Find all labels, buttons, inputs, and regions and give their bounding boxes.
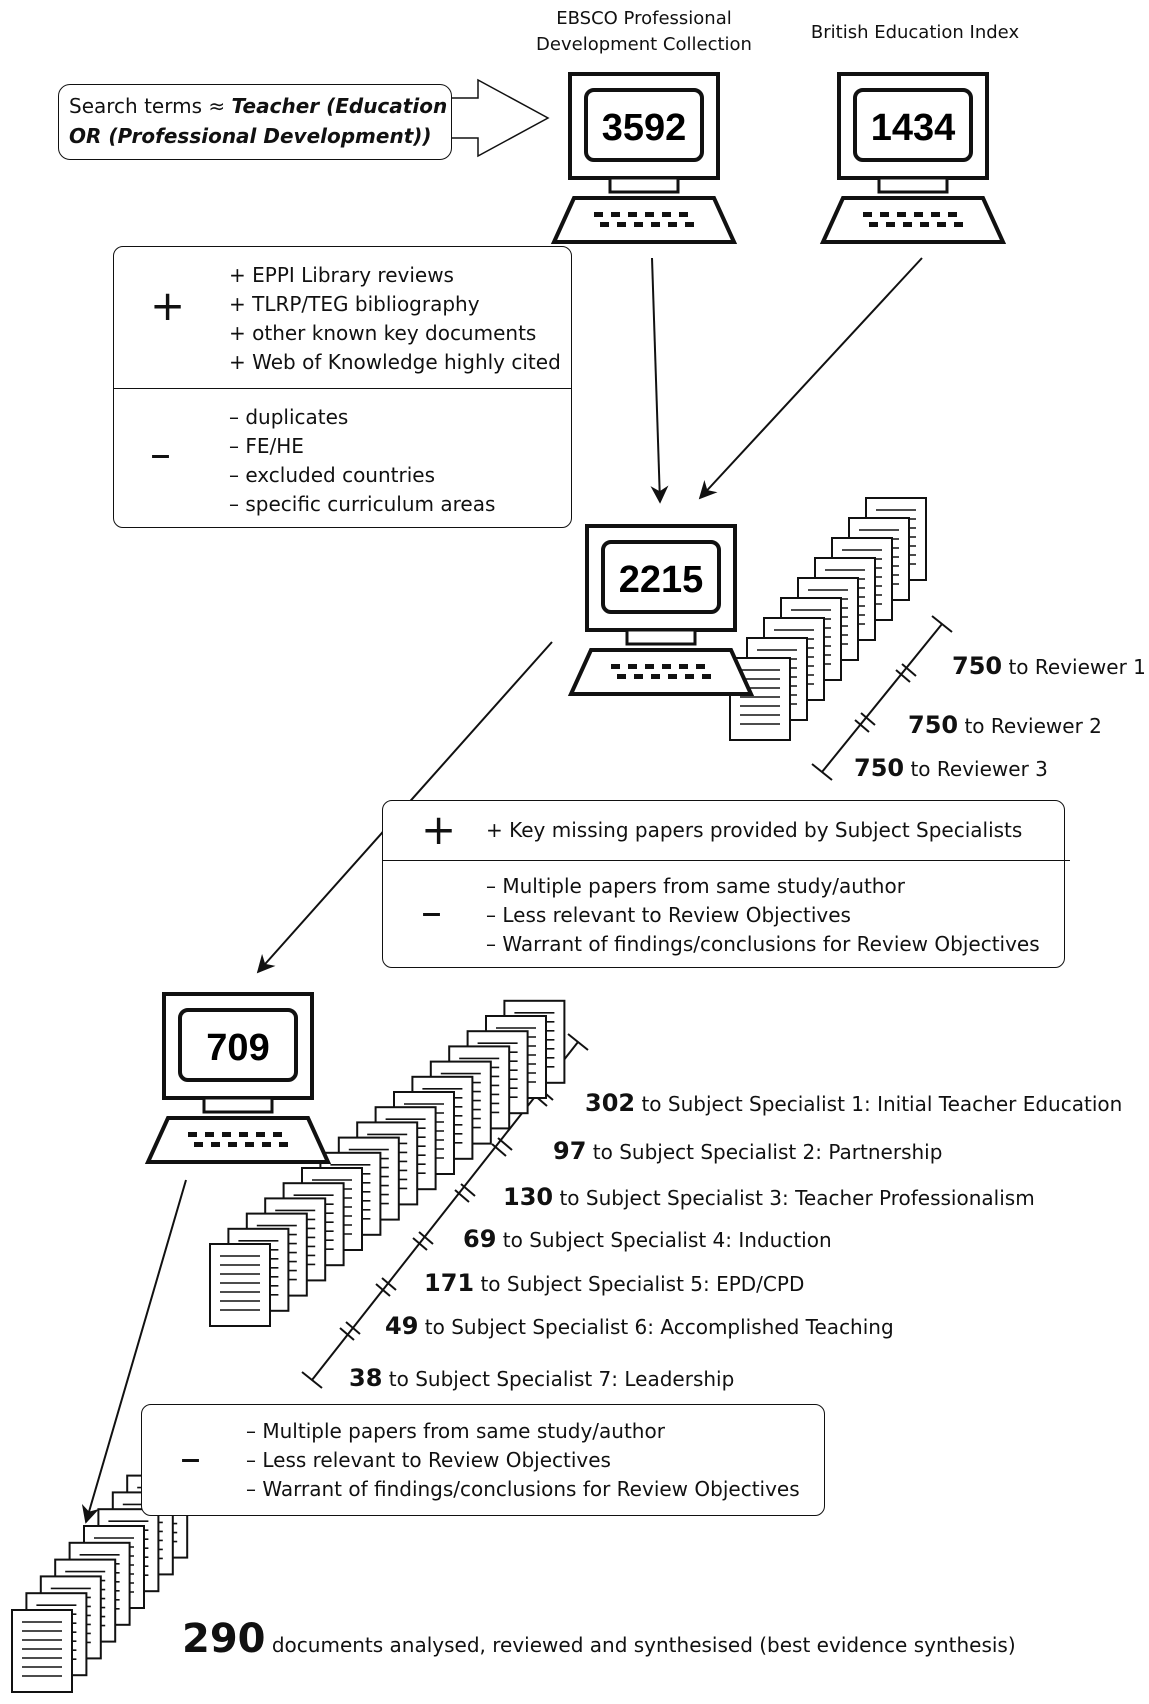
specialist-7: 38 to Subject Specialist 7: Leadership	[349, 1366, 734, 1391]
stage1-plus-item: + other known key documents	[229, 321, 537, 345]
stage2-minus-item: – Warrant of findings/conclusions for Re…	[486, 932, 1040, 956]
ebsco-count: 3592	[602, 107, 687, 149]
specialist-2: 97 to Subject Specialist 2: Partnership	[553, 1139, 942, 1164]
computer-icon-pool2	[144, 992, 332, 1164]
pool2-count: 709	[206, 1027, 269, 1069]
search-terms-1: Teacher (Education	[231, 94, 448, 118]
reviewer-2-count: 750	[908, 711, 959, 739]
stage3-minus-item: – Multiple papers from same study/author	[246, 1419, 665, 1443]
stage1-plus-item: + Web of Knowledge highly cited	[229, 350, 561, 374]
bei-label: British Education Index	[800, 20, 1030, 46]
stage2-minus-item: – Multiple papers from same study/author	[486, 874, 905, 898]
specialist-7-count: 38	[349, 1364, 383, 1392]
stage1-divider	[114, 388, 571, 389]
specialist-1-count: 302	[585, 1089, 636, 1117]
specialist-5: 171 to Subject Specialist 5: EPD/CPD	[424, 1271, 804, 1296]
reviewer-1-label: to Reviewer 1	[1008, 655, 1146, 679]
stage1-minus-item: – duplicates	[229, 405, 349, 429]
search-terms-line2: OR (Professional Development))	[69, 124, 432, 148]
specialist-6: 49 to Subject Specialist 6: Accomplished…	[385, 1314, 894, 1339]
specialist-5-label: to Subject Specialist 5: EPD/CPD	[480, 1272, 805, 1296]
stage2-minus-item: – Less relevant to Review Objectives	[486, 903, 851, 927]
reviewer-1: 750 to Reviewer 1	[952, 654, 1146, 679]
reviewer-3-count: 750	[854, 754, 905, 782]
reviewer-split-bracket	[811, 615, 953, 781]
stage2-minus-symbol: –	[421, 887, 442, 936]
specialist-3: 130 to Subject Specialist 3: Teacher Pro…	[503, 1185, 1035, 1210]
stage1-plus-item: + TLRP/TEG bibliography	[229, 292, 480, 316]
stage1-minus-item: – FE/HE	[229, 434, 304, 458]
search-prefix: Search terms ≈	[69, 94, 232, 118]
stage1-minus-symbol: –	[150, 429, 171, 478]
stage1-plus-item: + EPPI Library reviews	[229, 263, 454, 287]
specialist-1-label: to Subject Specialist 1: Initial Teacher…	[641, 1092, 1123, 1116]
specialist-4-label: to Subject Specialist 4: Induction	[502, 1228, 832, 1252]
reviewer-3-label: to Reviewer 3	[910, 757, 1048, 781]
computer-icon-ebsco	[550, 72, 738, 244]
stage3-minus-item: – Warrant of findings/conclusions for Re…	[246, 1477, 800, 1501]
specialist-5-count: 171	[424, 1269, 475, 1297]
computer-icon-pool1	[567, 524, 755, 696]
specialist-7-label: to Subject Specialist 7: Leadership	[388, 1367, 735, 1391]
stage3-minus-list: – Multiple papers from same study/author…	[246, 1417, 800, 1504]
stage1-minus-item: – specific curriculum areas	[229, 492, 496, 516]
arrow-pool2-to-final	[81, 1179, 187, 1524]
reviewer-2-label: to Reviewer 2	[964, 714, 1102, 738]
stage2-divider	[383, 860, 1070, 861]
specialist-4: 69 to Subject Specialist 4: Induction	[463, 1227, 832, 1252]
search-terms-box: Search terms ≈ Teacher (Education OR (Pr…	[58, 84, 452, 160]
final-result: 290 documents analysed, reviewed and syn…	[182, 1614, 1016, 1670]
specialist-4-count: 69	[463, 1225, 497, 1253]
search-terms-line1: Search terms ≈ Teacher (Education	[69, 94, 447, 118]
pool1-count: 2215	[619, 559, 704, 601]
specialist-3-label: to Subject Specialist 3: Teacher Profess…	[559, 1186, 1035, 1210]
bei-label-text: British Education Index	[810, 22, 1020, 43]
document-stack-reviewers	[729, 497, 927, 741]
stage2-adjust-box: + – + Key missing papers provided by Sub…	[382, 800, 1070, 968]
document-page-icon	[11, 1609, 73, 1693]
document-stack-final	[11, 1474, 189, 1693]
ebsco-label: EBSCO Professional Development Collectio…	[514, 6, 774, 58]
computer-icon-bei	[819, 72, 1007, 244]
ebsco-label-line1: EBSCO Professional	[556, 8, 732, 29]
stage3-minus-symbol: –	[180, 1433, 201, 1482]
stage2-plus-symbol: +	[421, 805, 457, 854]
specialist-3-count: 130	[503, 1183, 554, 1211]
specialist-6-count: 49	[385, 1312, 419, 1340]
reviewer-1-count: 750	[952, 652, 1003, 680]
final-label: documents analysed, reviewed and synthes…	[271, 1633, 1016, 1657]
stage1-plus-list: + EPPI Library reviews + TLRP/TEG biblio…	[229, 261, 561, 377]
reviewer-2: 750 to Reviewer 2	[908, 713, 1102, 738]
stage1-plus-symbol: +	[150, 281, 186, 330]
specialist-2-count: 97	[553, 1137, 587, 1165]
stage3-adjust-box: – – Multiple papers from same study/auth…	[141, 1404, 825, 1516]
search-terms-2: OR (Professional Development))	[69, 124, 432, 148]
specialist-6-label: to Subject Specialist 6: Accomplished Te…	[424, 1315, 894, 1339]
stage1-minus-list: – duplicates – FE/HE – excluded countrie…	[229, 403, 495, 519]
arrow-bei-to-pool1	[698, 257, 923, 500]
stage1-adjust-box: + – + EPPI Library reviews + TLRP/TEG bi…	[113, 246, 572, 528]
bei-count: 1434	[871, 107, 956, 149]
stage1-minus-item: – excluded countries	[229, 463, 436, 487]
document-page-icon	[209, 1243, 271, 1327]
document-stack-specialists	[209, 999, 566, 1327]
stage2-plus-item: + Key missing papers provided by Subject…	[486, 818, 1023, 842]
stage3-minus-item: – Less relevant to Review Objectives	[246, 1448, 611, 1472]
ebsco-label-line2: Development Collection	[536, 34, 752, 55]
final-count: 290	[182, 1616, 266, 1662]
arrow-ebsco-to-pool1	[650, 257, 669, 504]
reviewer-3: 750 to Reviewer 3	[854, 756, 1048, 781]
specialist-1: 302 to Subject Specialist 1: Initial Tea…	[585, 1091, 1122, 1116]
stage2-minus-list: – Multiple papers from same study/author…	[486, 872, 1040, 959]
specialist-2-label: to Subject Specialist 2: Partnership	[592, 1140, 943, 1164]
